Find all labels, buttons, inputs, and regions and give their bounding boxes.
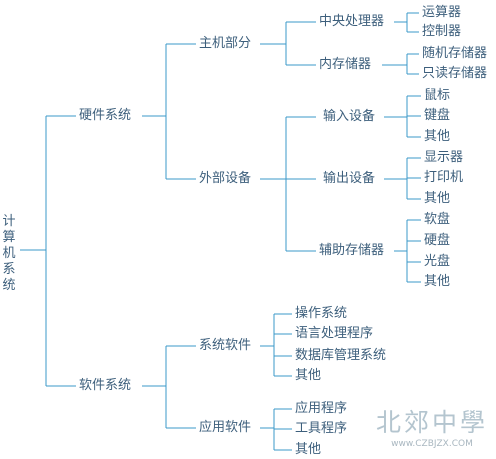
leaf-system-other: 其他 — [294, 368, 323, 384]
leaf-printer: 打印机 — [423, 170, 465, 186]
node-system-software: 系统软件 — [198, 338, 253, 354]
root-node-computer-system: 计算机系统 — [2, 214, 16, 294]
leaf-storage-other: 其他 — [423, 274, 452, 290]
leaf-alu: 运算器 — [421, 5, 463, 21]
leaf-dbms: 数据库管理系统 — [294, 348, 388, 364]
leaf-mouse: 鼠标 — [423, 88, 452, 104]
node-cpu: 中央处理器 — [318, 14, 386, 30]
watermark-text: 北郊中學 — [375, 408, 488, 437]
node-output-devices: 输出设备 — [322, 171, 377, 187]
watermark-url: www.CZBJZX.COM — [391, 439, 473, 449]
leaf-application-other: 其他 — [294, 442, 323, 458]
leaf-floppy-disk: 软盘 — [423, 212, 452, 228]
leaf-hard-disk: 硬盘 — [423, 233, 452, 249]
node-peripheral-devices: 外部设备 — [198, 171, 253, 187]
leaf-application-program: 应用程序 — [294, 401, 349, 417]
node-main-memory: 内存储器 — [318, 57, 373, 73]
leaf-language-processor: 语言处理程序 — [294, 326, 375, 342]
node-hardware-system: 硬件系统 — [78, 108, 133, 124]
watermark-logo: 北郊中學 www.CZBJZX.COM — [368, 408, 496, 459]
node-software-system: 软件系统 — [78, 378, 133, 394]
leaf-output-other: 其他 — [423, 191, 452, 207]
node-input-devices: 输入设备 — [322, 109, 377, 125]
leaf-input-other: 其他 — [423, 129, 452, 145]
leaf-rom: 只读存储器 — [421, 66, 489, 82]
leaf-utility-program: 工具程序 — [294, 421, 349, 437]
node-auxiliary-storage: 辅助存储器 — [318, 243, 386, 259]
node-host-part: 主机部分 — [198, 36, 253, 52]
node-application-software: 应用软件 — [198, 420, 253, 436]
leaf-optical-disk: 光盘 — [423, 254, 452, 270]
leaf-controller: 控制器 — [421, 24, 463, 40]
leaf-keyboard: 键盘 — [423, 108, 452, 124]
leaf-ram: 随机存储器 — [421, 46, 489, 62]
leaf-monitor: 显示器 — [423, 150, 465, 166]
leaf-operating-system: 操作系统 — [294, 306, 349, 322]
